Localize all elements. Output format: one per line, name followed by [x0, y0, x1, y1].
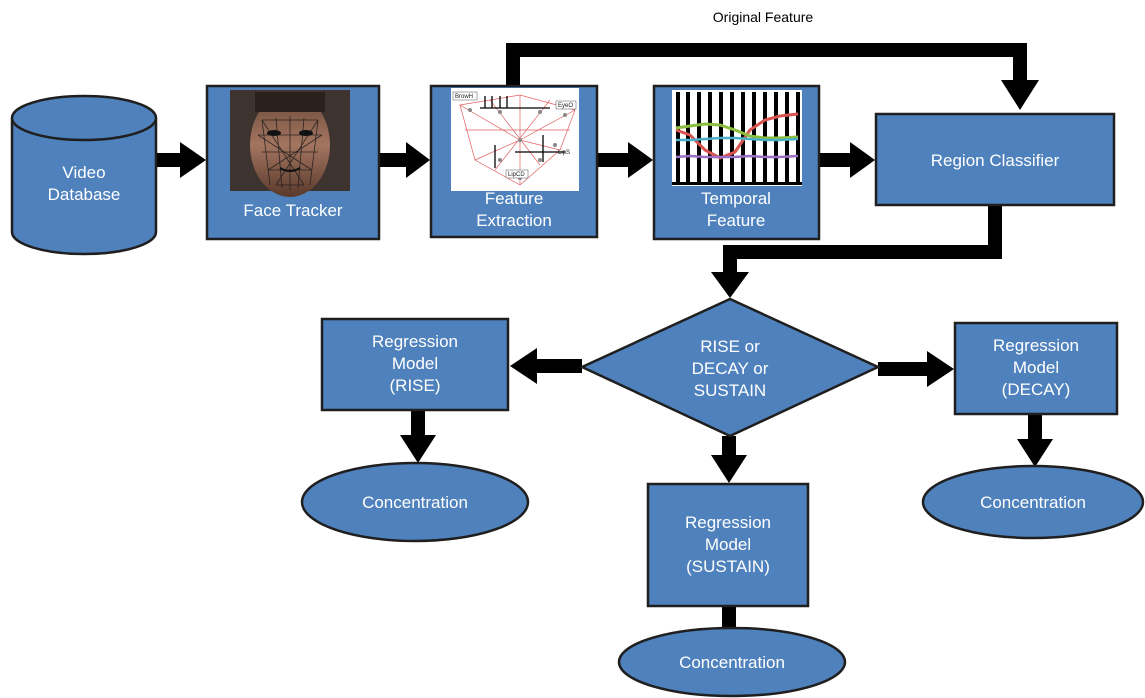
- face-tracker-node: Face Tracker: [205, 84, 381, 241]
- regression-decay-label-line2: Model: [1013, 358, 1059, 377]
- thumb-label-eyeo: EyeO: [558, 103, 573, 109]
- concentration-sustain-label: Concentration: [679, 653, 785, 672]
- video-database-label-line1: Video: [62, 163, 105, 182]
- regression-sustain-label-line2: Model: [705, 535, 751, 554]
- regression-decay-label-line3: (DECAY): [1002, 380, 1071, 399]
- thumb-label-lipcd: LipCD: [508, 172, 525, 178]
- face-tracker-thumbnail: [230, 90, 350, 197]
- thumb-label-browh: BrowH: [455, 94, 473, 100]
- regression-decay-node: Regression Model (DECAY): [953, 321, 1119, 416]
- thumb-label-lips: LipS: [558, 150, 570, 156]
- region-classifier-label: Region Classifier: [931, 151, 1060, 170]
- arrow-original-feature: [506, 43, 1039, 110]
- temporal-feature-thumbnail: [672, 90, 802, 186]
- feature-extraction-label-line1: Feature: [485, 189, 544, 208]
- feature-extraction-thumbnail: BrowH EyeO LipS LipCD: [451, 88, 579, 191]
- feature-extraction-label-line2: Extraction: [476, 211, 552, 230]
- regression-sustain-label-line1: Regression: [685, 513, 771, 532]
- regression-rise-label-line1: Regression: [372, 332, 458, 351]
- decision-label-line1: RISE or: [700, 337, 760, 356]
- concentration-sustain-node: Concentration: [617, 626, 847, 698]
- concentration-rise-label: Concentration: [362, 493, 468, 512]
- arrow-decay-to-concentration: [1017, 414, 1053, 467]
- arrow-rise-to-concentration: [400, 410, 436, 463]
- regression-rise-node: Regression Model (RISE): [320, 317, 510, 412]
- arrows: [156, 43, 1053, 656]
- feature-extraction-node: BrowH EyeO LipS LipCD Feature Extraction: [429, 84, 599, 239]
- temporal-feature-label-line1: Temporal: [701, 189, 771, 208]
- concentration-decay-node: Concentration: [921, 464, 1145, 540]
- temporal-feature-label-line2: Feature: [707, 211, 766, 230]
- arrow-temporal-to-classifier: [820, 142, 875, 178]
- arrow-extraction-to-temporal: [598, 142, 653, 178]
- concentration-rise-node: Concentration: [300, 461, 530, 543]
- video-database-node: Video Database: [10, 94, 158, 256]
- decision-label-line3: SUSTAIN: [694, 381, 766, 400]
- region-classifier-node: Region Classifier: [874, 112, 1116, 207]
- regression-sustain-label-line3: (SUSTAIN): [686, 557, 770, 576]
- arrow-classifier-to-decision: [711, 205, 1002, 298]
- face-tracker-label: Face Tracker: [243, 201, 343, 220]
- arrow-tracker-to-extraction: [380, 142, 430, 178]
- regression-rise-label-line2: Model: [392, 354, 438, 373]
- arrow-db-to-tracker: [156, 142, 206, 178]
- video-database-label-line2: Database: [48, 185, 121, 204]
- arrow-decision-to-decay: [878, 351, 954, 387]
- original-feature-label: Original Feature: [713, 9, 814, 25]
- concentration-decay-label: Concentration: [980, 493, 1086, 512]
- temporal-feature-node: Temporal Feature: [652, 84, 821, 241]
- regression-sustain-node: Regression Model (SUSTAIN): [646, 482, 810, 608]
- decision-node: RISE or DECAY or SUSTAIN: [579, 297, 881, 438]
- regression-rise-label-line3: (RISE): [390, 376, 441, 395]
- arrow-decision-to-sustain: [711, 436, 747, 483]
- arrow-decision-to-rise: [510, 348, 582, 384]
- decision-label-line2: DECAY or: [692, 359, 769, 378]
- regression-decay-label-line1: Regression: [993, 336, 1079, 355]
